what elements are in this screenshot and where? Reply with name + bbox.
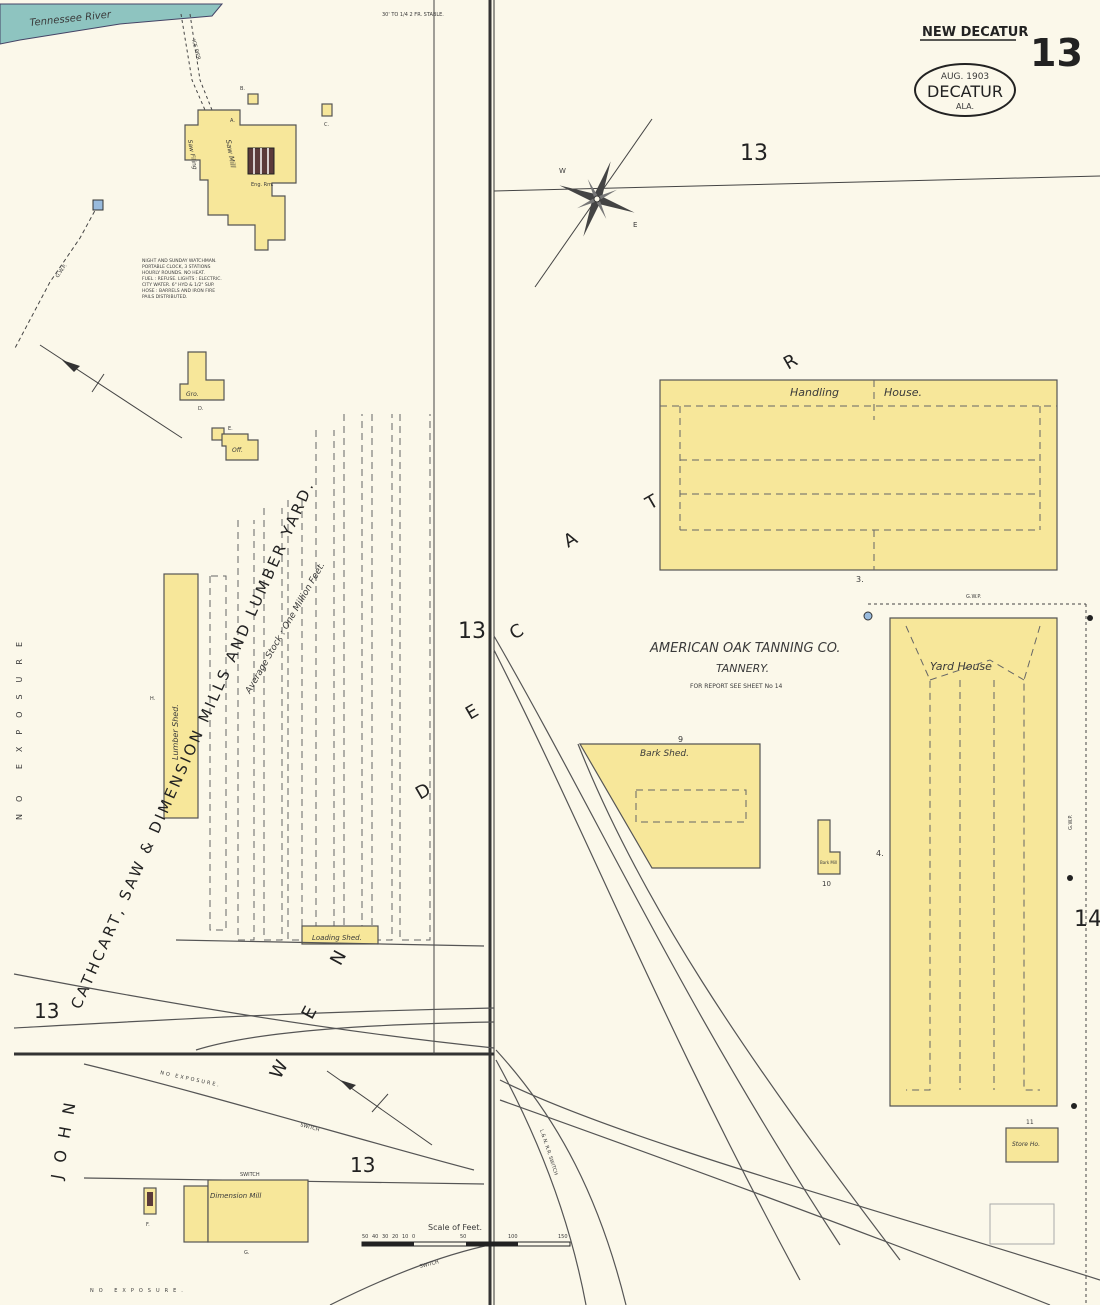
seal-state: ALA. bbox=[956, 102, 974, 111]
house-label: House. bbox=[884, 386, 922, 399]
hydrant-tannery bbox=[863, 611, 873, 621]
building-number-3: 3. bbox=[856, 575, 864, 584]
building-number-9: 9 bbox=[678, 735, 683, 744]
date-seal: AUG. 1903 DECATUR ALA. bbox=[914, 63, 1016, 117]
scale-tick-2: 30 bbox=[382, 1234, 388, 1240]
watch-note-6: HOSE : BARRELS AND IRON FIRE bbox=[142, 288, 215, 294]
letter-a: A. bbox=[230, 118, 235, 124]
handling-house: Handling House. 3. bbox=[659, 379, 1058, 584]
watch-note-4: FUEL : REFUSE. LIGHTS : ELECTRIC. bbox=[142, 276, 222, 282]
bark-mill: Bark Mill 10 bbox=[817, 819, 841, 888]
section-number-top-right: 13 bbox=[740, 141, 768, 166]
letter-e: E. bbox=[228, 426, 233, 432]
dimension-mill-label: Dimension Mill bbox=[210, 1192, 261, 1200]
loading-shed-label: Loading Shed. bbox=[312, 934, 362, 942]
compass-rose: W E bbox=[534, 118, 653, 288]
switch-label-3: SWITCH bbox=[419, 1259, 440, 1270]
letter-h: H. bbox=[150, 696, 156, 702]
watch-note-1: NIGHT AND SUNDAY WATCHMAN. bbox=[142, 258, 217, 264]
building-number-11: 11 bbox=[1026, 1119, 1034, 1126]
scale-tick-1: 40 bbox=[372, 1234, 378, 1240]
hydrant-dot-2 bbox=[1067, 875, 1073, 881]
office-label: Off. bbox=[232, 447, 243, 454]
hydrant-dot-1 bbox=[1087, 615, 1093, 621]
letter-d: D. bbox=[198, 406, 204, 412]
loading-shed bbox=[301, 925, 379, 945]
seal-date: AUG. 1903 bbox=[941, 72, 989, 82]
scale-tick-3: 20 bbox=[392, 1234, 398, 1240]
sheet-number: 13 bbox=[1030, 31, 1083, 75]
watch-note-3: HOURLY ROUNDS. NO HEAT. bbox=[142, 270, 205, 276]
yard-house-label: Yard House bbox=[930, 660, 992, 673]
section-number-left: 13 bbox=[34, 999, 59, 1023]
ice-pier bbox=[180, 13, 213, 111]
switch-label-1: SWITCH bbox=[299, 1122, 320, 1133]
saw-mill-complex: Saw Mill Saw Filing Eng. Rm. A. B. C. bbox=[184, 86, 333, 251]
water-pipe bbox=[13, 204, 99, 351]
handling-label: Handling bbox=[790, 386, 839, 399]
scale-tick-0: 50 bbox=[362, 1234, 368, 1240]
small-building-f: F. bbox=[143, 1187, 157, 1228]
office-building: Off. E. bbox=[211, 426, 259, 461]
watch-note-2: PORTABLE CLOCK, 3 STATIONS bbox=[142, 264, 211, 270]
north-arrow-lower bbox=[326, 1070, 433, 1146]
pier-label: ICE PIER bbox=[190, 39, 201, 61]
section-number-center: 13 bbox=[458, 619, 486, 644]
letter-c: C. bbox=[324, 122, 329, 128]
scale-tick-7: 100 bbox=[508, 1234, 518, 1240]
library-stamp bbox=[989, 1203, 1055, 1245]
tennessee-river bbox=[0, 3, 224, 45]
company-name: AMERICAN OAK TANNING CO. bbox=[649, 641, 841, 656]
store-house: Store Ho. 11 bbox=[1005, 1119, 1059, 1163]
north-arrow-upper bbox=[39, 344, 183, 439]
top-note: 30' TO 1/4 2 FR. STABLE. bbox=[382, 12, 444, 18]
eng-rm-label: Eng. Rm. bbox=[251, 182, 274, 188]
gro-label: Gro. bbox=[186, 391, 199, 398]
scale-tick-6: 50 bbox=[460, 1234, 466, 1240]
scale-title: Scale of Feet. bbox=[428, 1223, 482, 1232]
watch-note-7: PAILS DISTRIBUTED. bbox=[142, 294, 187, 300]
scale-bar: Scale of Feet. 50 40 30 20 10 0 50 100 1… bbox=[361, 1223, 571, 1247]
scale-tick-5: 0 bbox=[412, 1234, 415, 1240]
watch-notes: NIGHT AND SUNDAY WATCHMAN. PORTABLE CLOC… bbox=[142, 258, 222, 300]
watch-note-5: CITY WATER. 6" HYD & 1/2" SUP. bbox=[142, 282, 214, 288]
compass-w: W bbox=[559, 167, 566, 175]
switch-label-2: SWITCH bbox=[240, 1172, 260, 1178]
bark-shed: Bark Shed. 9 bbox=[578, 735, 761, 869]
company-type: TANNERY. bbox=[716, 662, 769, 675]
town-title: NEW DECATUR bbox=[922, 25, 1028, 40]
scale-tick-8: 150 bbox=[558, 1234, 568, 1240]
no-exposure-side: NO EXPOSURE bbox=[15, 630, 24, 820]
building-number-4: 4. bbox=[876, 849, 884, 858]
hydrant-dot-3 bbox=[1071, 1103, 1077, 1109]
rail-tracks-right bbox=[493, 635, 1100, 1305]
street-line-top bbox=[493, 175, 1100, 192]
gwp-label-2: G.W.P. bbox=[966, 594, 982, 600]
dimension-mill: Dimension Mill G. bbox=[183, 1179, 309, 1256]
lumber-shed-label: Lumber Shed. bbox=[171, 704, 180, 760]
lumber-yard-stacks bbox=[209, 414, 431, 941]
grocery-building: Gro. D. bbox=[179, 351, 225, 412]
rail-tracks-left bbox=[13, 973, 495, 1051]
hydrant-icon bbox=[92, 199, 104, 211]
gwp-label-3: G.W.P. bbox=[1068, 814, 1074, 830]
report-note: FOR REPORT SEE SHEET No 14 bbox=[690, 683, 783, 690]
compass-e: E bbox=[633, 221, 637, 229]
letter-b: B. bbox=[240, 86, 245, 92]
track-loading bbox=[175, 939, 485, 947]
section-number-lower-left: 13 bbox=[350, 1153, 375, 1177]
bark-shed-label: Bark Shed. bbox=[640, 749, 689, 759]
store-house-label: Store Ho. bbox=[1012, 1141, 1040, 1148]
no-exposure-2: NO EXPOSURE. bbox=[90, 1288, 188, 1294]
letter-f: F. bbox=[146, 1222, 150, 1228]
bark-mill-label: Bark Mill bbox=[820, 860, 837, 865]
section-number-right-edge: 14 bbox=[1074, 907, 1100, 932]
building-number-10: 10 bbox=[822, 880, 831, 888]
yard-house: Yard House 4. bbox=[876, 617, 1058, 1107]
scale-tick-4: 10 bbox=[402, 1234, 408, 1240]
letter-g: G. bbox=[244, 1250, 250, 1256]
seal-city: DECATUR bbox=[927, 82, 1003, 101]
lumber-shed bbox=[163, 573, 199, 819]
